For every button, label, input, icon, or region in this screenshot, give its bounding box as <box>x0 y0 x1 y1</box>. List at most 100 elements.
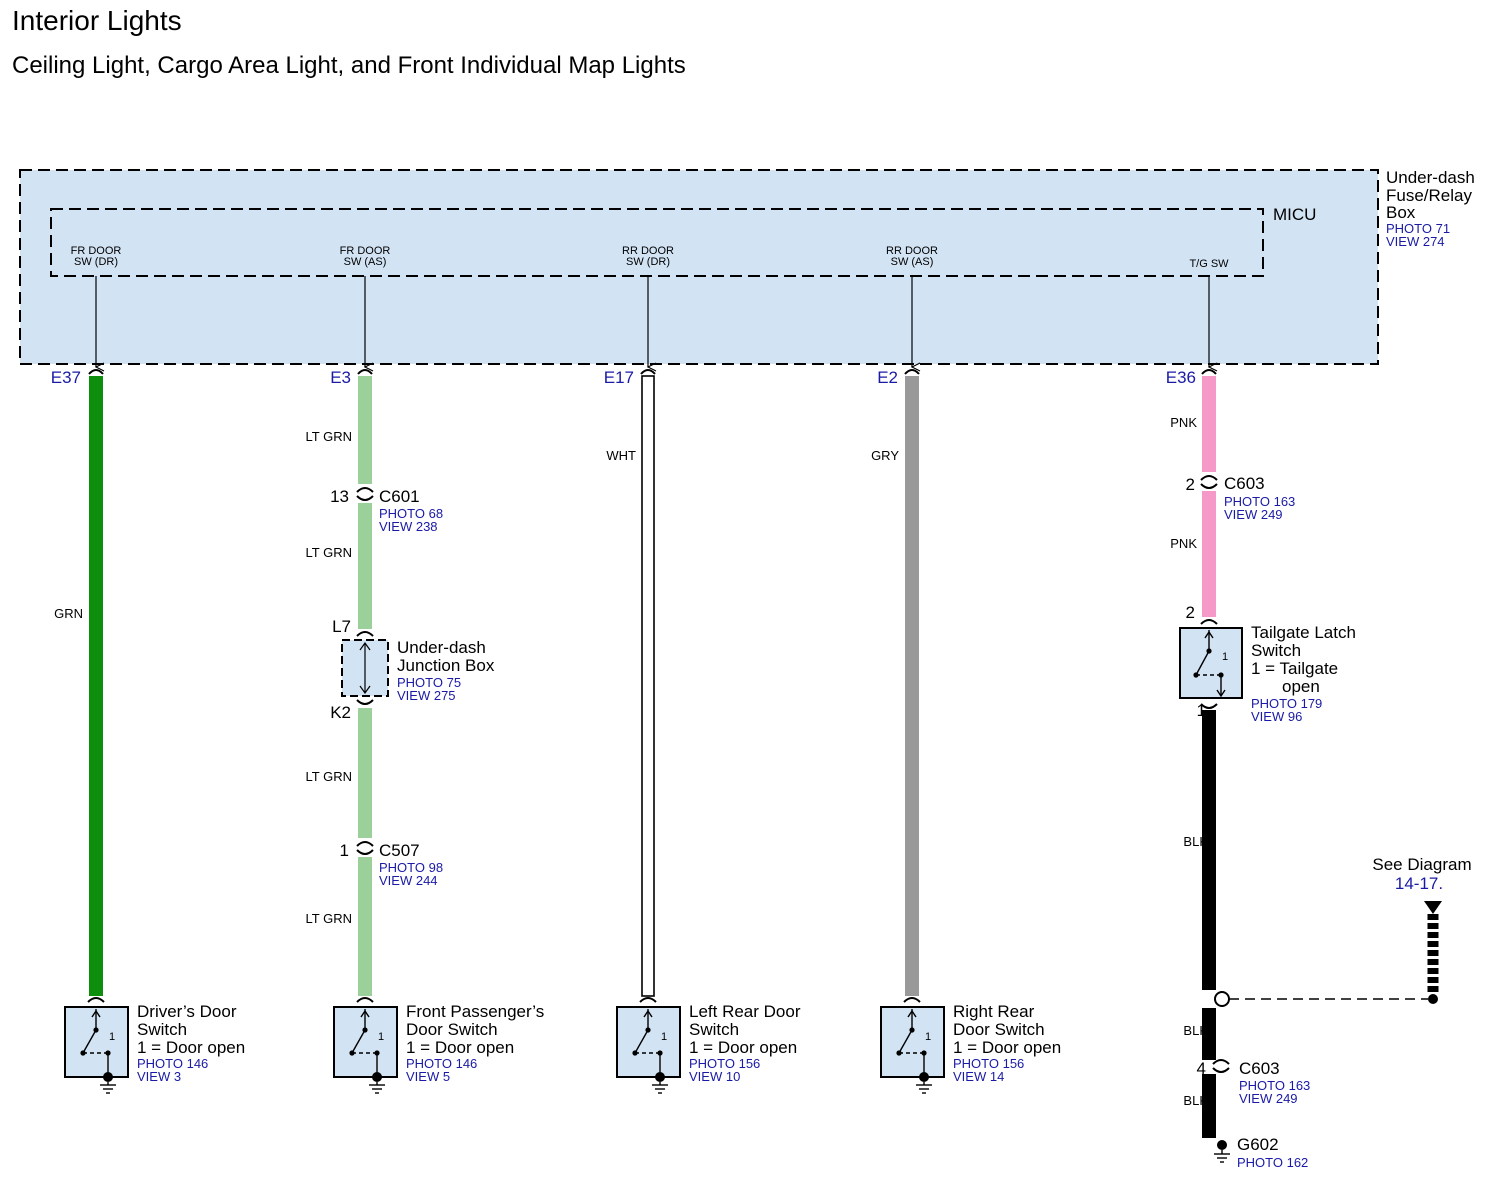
wire-label-blk-1: BLK <box>1183 834 1208 849</box>
junction-arc-bottom <box>356 699 374 705</box>
junction-view: VIEW 275 <box>397 688 456 703</box>
right-rear-switch-contact-1 <box>909 1027 915 1033</box>
driver-switch-label-1: Driver’s Door <box>137 1002 237 1021</box>
tailgate-label-3: 1 = Tailgate <box>1251 659 1338 678</box>
wire-label-grn: GRN <box>54 606 83 621</box>
left-rear-switch-symbol <box>634 1009 661 1074</box>
tailgate-switch-box <box>1179 627 1243 699</box>
right-rear-switch-contact-3 <box>921 1050 927 1056</box>
see-diagram-text: See Diagram <box>1372 855 1471 874</box>
driver-ground-point <box>103 1072 113 1082</box>
tailgate-switch-symbol <box>1195 630 1226 698</box>
see-diagram-ref[interactable]: 14-17. <box>1395 874 1443 893</box>
wire-label-blk-2: BLK <box>1183 1023 1208 1038</box>
c507-photo: PHOTO 98 <box>379 860 443 875</box>
tailgate-label-2: Switch <box>1251 641 1301 660</box>
front-passenger-switch-arc <box>356 997 374 1003</box>
driver-switch-arc <box>87 997 105 1003</box>
splice-link-dot <box>1428 994 1438 1004</box>
c603-bottom-view: VIEW 249 <box>1239 1091 1298 1106</box>
c603-top-pin: 2 <box>1186 475 1195 494</box>
junction-pin-top: L7 <box>332 617 351 636</box>
wire-pnk-2 <box>1202 491 1216 617</box>
terminal-arc-4 <box>904 369 920 375</box>
junction-label-2: Junction Box <box>397 656 495 675</box>
wire-label-lt-grn-2: LT GRN <box>306 545 352 560</box>
driver-switch-photo: PHOTO 146 <box>137 1056 208 1071</box>
wire-lt-grn-2 <box>358 503 372 629</box>
left-rear-switch-arc <box>639 997 657 1003</box>
left-rear-switch-label-3: 1 = Door open <box>689 1038 797 1057</box>
splice-point <box>1214 991 1230 1007</box>
wire-label-lt-grn-3: LT GRN <box>306 769 352 784</box>
junction-arc-top <box>356 631 374 637</box>
terminal-arc-2 <box>357 369 373 375</box>
wire-label-lt-grn-1: LT GRN <box>306 429 352 444</box>
tailgate-arc-top <box>1200 619 1218 625</box>
driver-switch-symbol <box>82 1009 109 1074</box>
wire-blk-3 <box>1202 1074 1216 1138</box>
front-passenger-switch-contact-2 <box>349 1050 355 1056</box>
wire-pnk-1 <box>1202 376 1216 472</box>
right-rear-switch-label-3: 1 = Door open <box>953 1038 1061 1057</box>
driver-switch-pin: 1 <box>109 1031 115 1043</box>
junction-photo: PHOTO 75 <box>397 675 461 690</box>
c601-view: VIEW 238 <box>379 519 438 534</box>
terminal-e2: E2 <box>877 368 898 387</box>
junction-arrow-down <box>359 685 371 695</box>
connector-c603-top <box>1200 475 1218 489</box>
wire-grn <box>89 376 103 996</box>
c603-bottom-photo: PHOTO 163 <box>1239 1078 1310 1093</box>
driver-switch-label-3: 1 = Door open <box>137 1038 245 1057</box>
front-passenger-switch-contact-1 <box>362 1027 368 1033</box>
tailgate-view: VIEW 96 <box>1251 709 1302 724</box>
front-passenger-ground-point <box>372 1072 382 1082</box>
front-passenger-switch-label-2: Door Switch <box>406 1020 498 1039</box>
tailgate-contact-2 <box>1193 672 1199 678</box>
front-passenger-switch-label-1: Front Passenger’s <box>406 1002 544 1021</box>
right-rear-switch-label-2: Door Switch <box>953 1020 1045 1039</box>
c601-photo: PHOTO 68 <box>379 506 443 521</box>
micu-pin-3-line2: SW (DR) <box>626 256 670 268</box>
tailgate-switch-pin: 1 <box>1222 651 1228 663</box>
driver-switch-contact-3 <box>105 1050 111 1056</box>
connector-c601 <box>356 487 374 501</box>
left-rear-switch-label-2: Switch <box>689 1020 739 1039</box>
g602-name: G602 <box>1237 1135 1279 1154</box>
micu-pin-1-line1: FR DOOR <box>71 245 122 257</box>
c601-pin: 13 <box>330 487 349 506</box>
wire-label-lt-grn-4: LT GRN <box>306 911 352 926</box>
micu-box <box>50 208 1264 277</box>
wire-label-pnk-2: PNK <box>1170 536 1197 551</box>
right-rear-switch-label-1: Right Rear <box>953 1002 1035 1021</box>
driver-switch-label-2: Switch <box>137 1020 187 1039</box>
wire-blk-2 <box>1202 1008 1216 1060</box>
right-rear-switch-view: VIEW 14 <box>953 1069 1004 1084</box>
right-rear-switch-symbol <box>898 1009 925 1074</box>
terminal-e17: E17 <box>604 368 634 387</box>
right-rear-switch-pin: 1 <box>925 1031 931 1043</box>
fuse-box-label-2: Fuse/Relay <box>1386 186 1472 205</box>
fuse-box-view: VIEW 274 <box>1386 234 1445 249</box>
driver-ground-icon <box>100 1082 116 1094</box>
terminal-e36: E36 <box>1166 368 1196 387</box>
wire-lt-grn-3 <box>358 708 372 838</box>
wire-lt-grn-4 <box>358 857 372 996</box>
left-rear-ground-point <box>655 1072 665 1082</box>
front-passenger-ground-icon <box>369 1082 385 1094</box>
g602-ground-icon <box>1214 1150 1230 1163</box>
c603-top-name: C603 <box>1224 474 1265 493</box>
front-passenger-switch-pin: 1 <box>378 1031 384 1043</box>
micu-label: MICU <box>1273 205 1316 224</box>
c603-top-photo: PHOTO 163 <box>1224 494 1295 509</box>
terminal-e3: E3 <box>330 368 351 387</box>
connector-c603-bottom <box>1212 1059 1230 1073</box>
right-rear-switch-contact-2 <box>896 1050 902 1056</box>
terminal-arc-5 <box>1201 369 1217 375</box>
tailgate-contact-1 <box>1206 648 1212 654</box>
tailgate-arc-bottom <box>1200 703 1218 709</box>
c507-name: C507 <box>379 841 420 860</box>
